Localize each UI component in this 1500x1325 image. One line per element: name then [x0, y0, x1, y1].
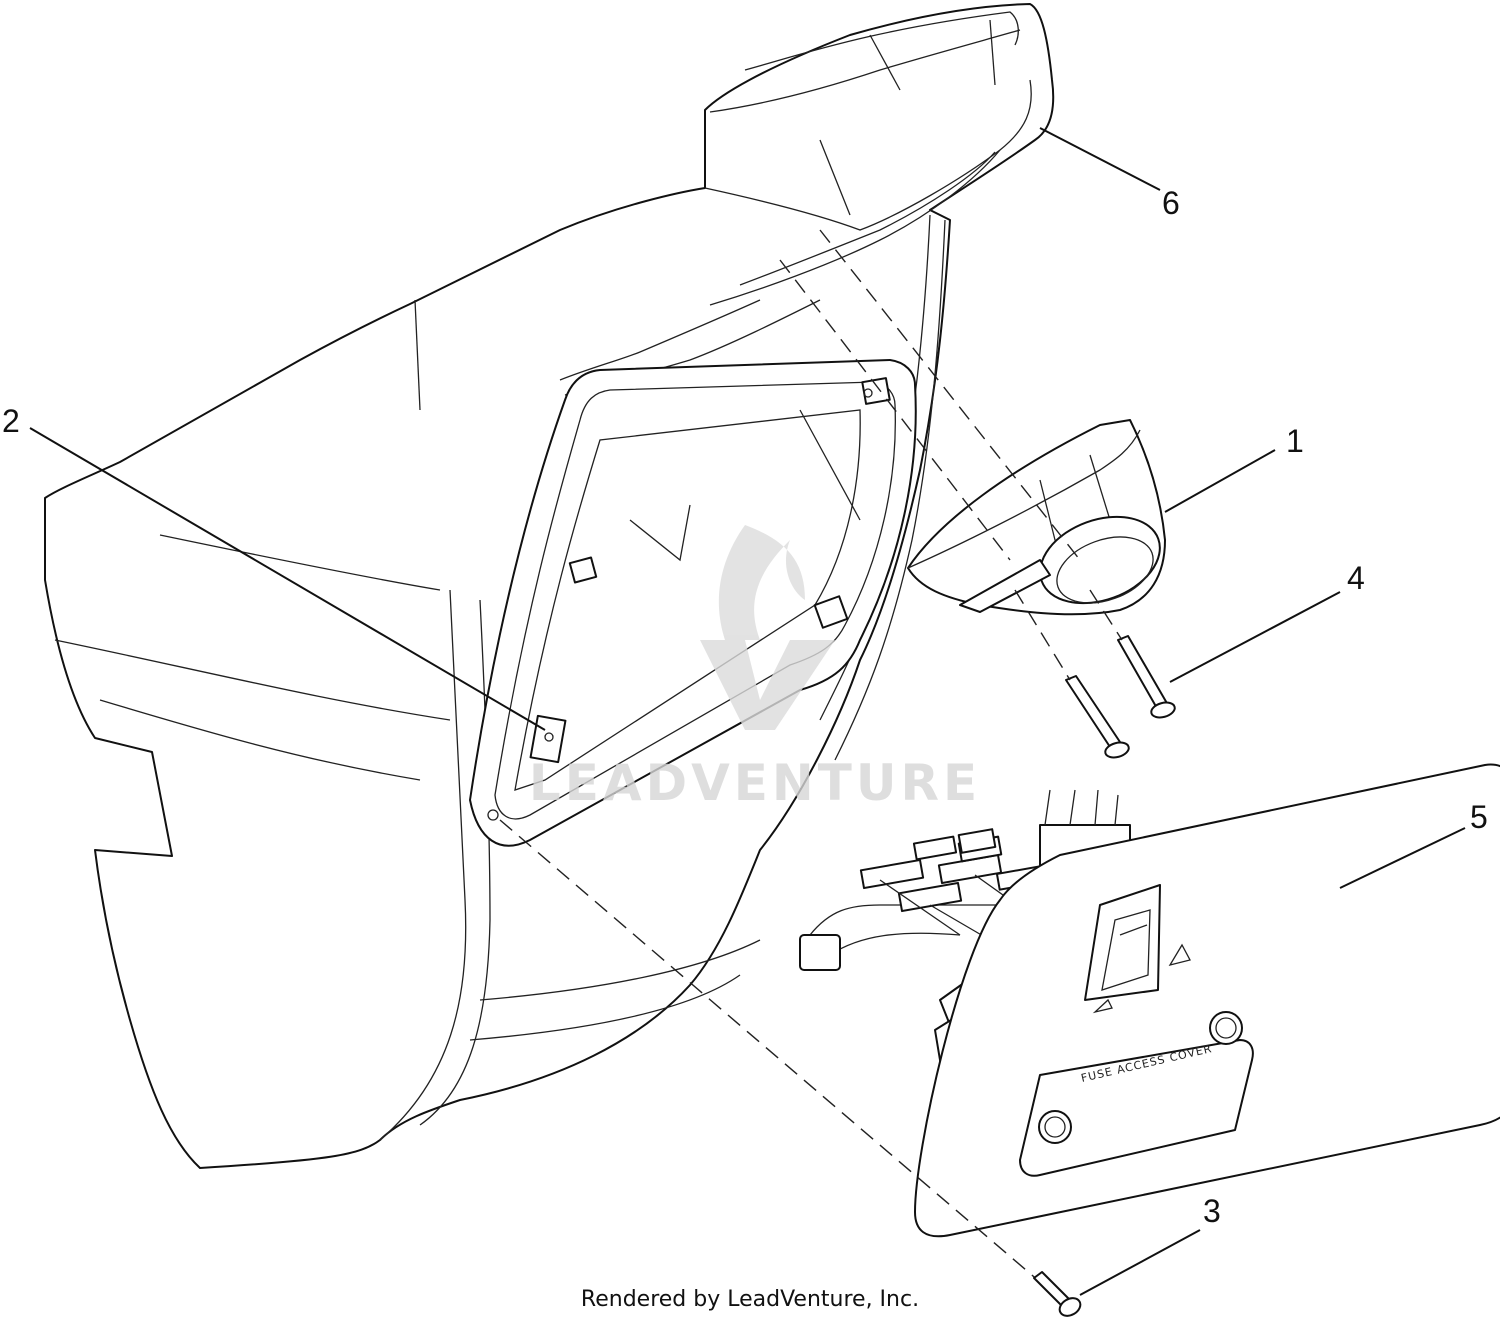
callout-2: 2 — [2, 403, 546, 731]
knob-upper — [1209, 1011, 1243, 1045]
callout-2-label: 2 — [2, 403, 20, 439]
alignment-line — [779, 259, 1011, 561]
watermark-logo: LEADVENTURE — [529, 525, 981, 812]
alignment-line-2 — [819, 229, 1081, 561]
callout-3-label: 3 — [1203, 1193, 1221, 1229]
callout-3: 3 — [1079, 1193, 1221, 1296]
render-credit: Rendered by LeadVenture, Inc. — [580, 1287, 920, 1312]
callout-5: 5 — [1339, 799, 1488, 889]
callout-6: 6 — [1039, 127, 1180, 221]
watermark-text: LEADVENTURE — [529, 754, 981, 812]
screws-part-4 — [1014, 589, 1176, 759]
callout-5-label: 5 — [1470, 799, 1488, 835]
callout-4-label: 4 — [1347, 560, 1365, 596]
callout-1: 1 — [1164, 423, 1304, 513]
hour-meter-part — [907, 419, 1166, 616]
callout-1-label: 1 — [1286, 423, 1304, 459]
bolt-part-3 — [499, 819, 1082, 1317]
callout-6-label: 6 — [1162, 185, 1180, 221]
knob-lower — [1038, 1110, 1072, 1144]
switch-panel-part: FUSE ACCESS COVER — [799, 763, 1500, 1238]
callout-4: 4 — [1169, 560, 1365, 683]
